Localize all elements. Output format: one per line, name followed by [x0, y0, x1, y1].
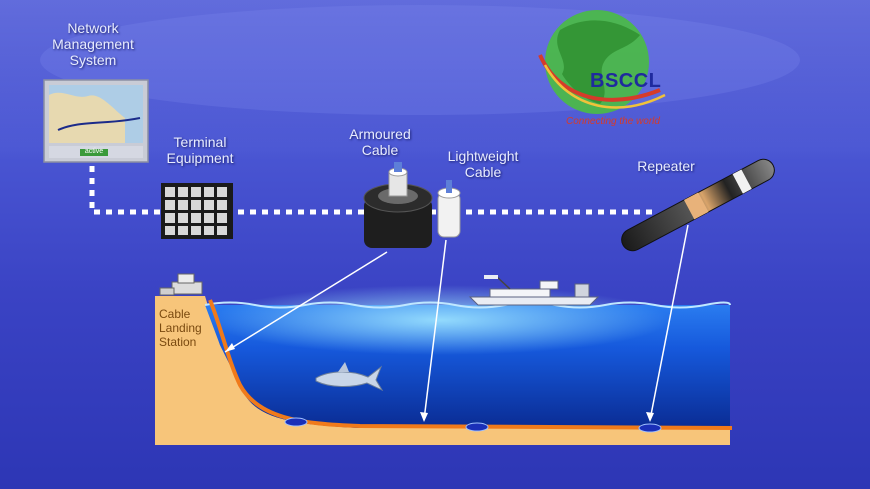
cable-repeater-marker: [638, 423, 662, 433]
label-armoured-cable: Armoured Cable: [332, 126, 428, 158]
label-lightweight-cable: Lightweight Cable: [430, 148, 536, 180]
seabed-land: [155, 296, 730, 445]
label-line: Armoured: [349, 126, 411, 142]
equipment-rack-icon: [161, 183, 233, 239]
cable-repeater-marker: [284, 417, 308, 427]
pointer-lightweight: [423, 239, 447, 421]
label-repeater: Repeater: [637, 158, 695, 174]
label-line: Equipment: [166, 150, 234, 166]
pointer-repeater: [649, 224, 689, 421]
monitor-status-text: active: [84, 148, 104, 155]
lightweight-cable-icon: [437, 180, 461, 238]
cloud: [40, 5, 800, 115]
repeater-icon: [621, 158, 775, 252]
label-cable-landing-station: Cable Landing Station: [159, 307, 209, 349]
label-line: Landing: [159, 321, 202, 335]
armoured-cable-icon: [363, 162, 433, 248]
brand-name: BSCCL: [590, 70, 662, 92]
landing-station-icon: [159, 273, 203, 296]
label-line: Cable: [464, 164, 502, 180]
label-network-management-system: Network Management System: [38, 20, 148, 68]
map-monitor-icon: [43, 79, 149, 163]
label-line: Management: [52, 36, 134, 52]
network-link-dotted: [89, 166, 655, 215]
brand-tagline: Connecting the world: [566, 116, 660, 127]
arrow-head: [646, 412, 654, 422]
shark-icon: [315, 362, 384, 392]
label-line: Lightweight: [447, 148, 519, 164]
label-line: System: [69, 52, 117, 68]
arrow-head: [225, 343, 235, 352]
light-glow: [210, 285, 670, 355]
globe-logo-icon: [538, 10, 666, 114]
cable-repeater-marker: [465, 422, 489, 432]
arrow-head: [420, 412, 428, 422]
submarine-cable: [208, 299, 733, 430]
label-line: Terminal: [173, 134, 227, 150]
label-terminal-equipment: Terminal Equipment: [150, 134, 250, 166]
label-line: Cable: [159, 307, 191, 321]
label-line: Cable: [361, 142, 399, 158]
label-line: Station: [159, 335, 197, 349]
ship-icon: [468, 275, 600, 306]
pointer-armoured: [224, 251, 388, 353]
label-line: Network: [67, 20, 119, 36]
